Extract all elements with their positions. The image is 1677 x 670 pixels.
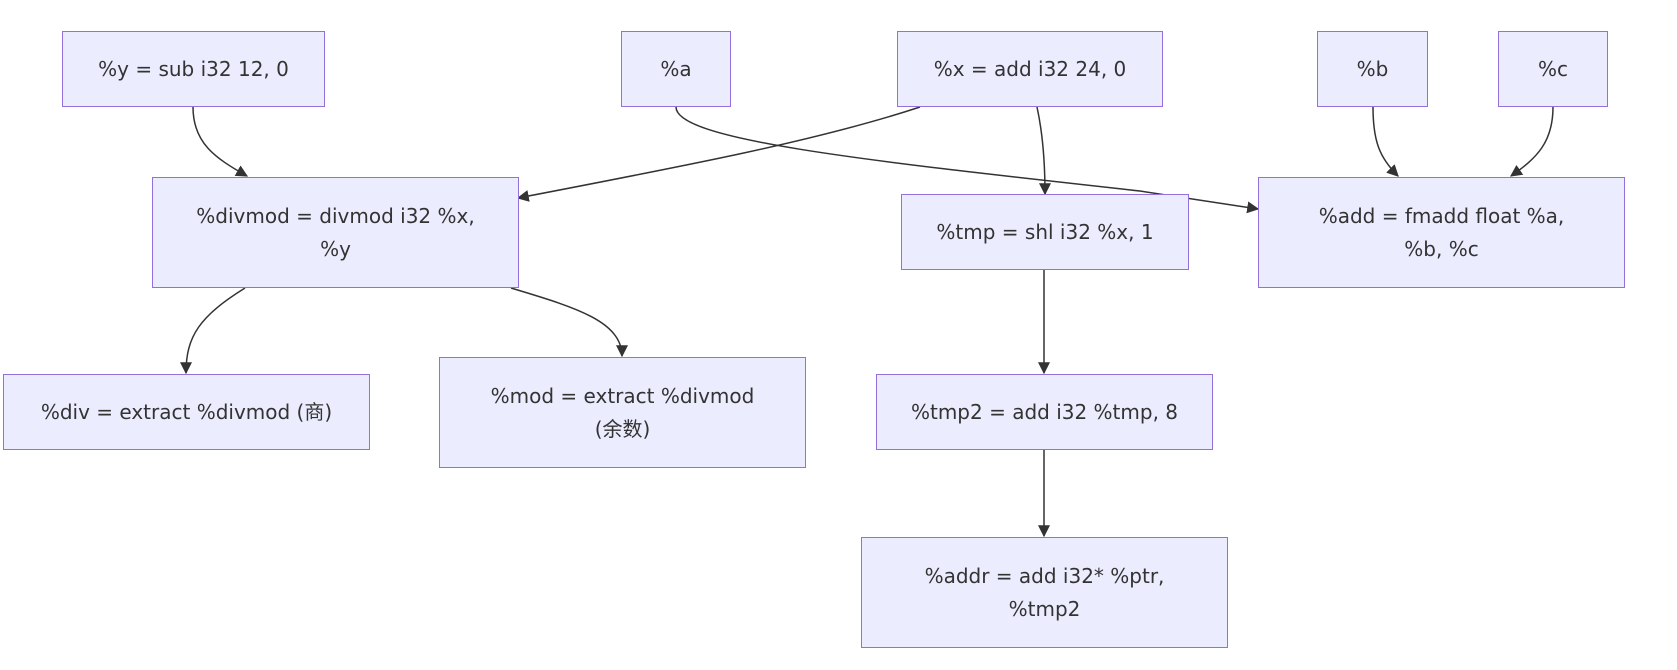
node-divmod: %divmod = divmod i32 %x, %y — [152, 177, 519, 288]
edge-x-to-divmod — [516, 106, 921, 202]
node-x-add: %x = add i32 24, 0 — [897, 31, 1163, 107]
edge-b-to-add — [1372, 106, 1399, 177]
node-addr-add: %addr = add i32* %ptr, %tmp2 — [861, 537, 1228, 648]
edge-x-to-tmp — [1036, 106, 1051, 196]
node-tmp2-add: %tmp2 = add i32 %tmp, 8 — [876, 374, 1213, 450]
node-add-fmadd: %add = fmadd float %a, %b, %c — [1258, 177, 1625, 288]
node-a: %a — [621, 31, 731, 107]
node-b: %b — [1317, 31, 1428, 107]
node-mod-extract: %mod = extract %divmod (余数) — [439, 357, 806, 468]
edge-a-to-add — [675, 106, 1260, 214]
node-c: %c — [1498, 31, 1608, 107]
node-div-extract: %div = extract %divmod (商) — [3, 374, 370, 450]
edge-y-to-divmod — [192, 106, 249, 177]
edge-divmod-to-div — [180, 287, 246, 375]
edge-c-to-add — [1510, 106, 1554, 177]
node-y-sub: %y = sub i32 12, 0 — [62, 31, 325, 107]
node-tmp-shl: %tmp = shl i32 %x, 1 — [901, 194, 1189, 270]
edge-divmod-to-mod — [510, 287, 628, 358]
